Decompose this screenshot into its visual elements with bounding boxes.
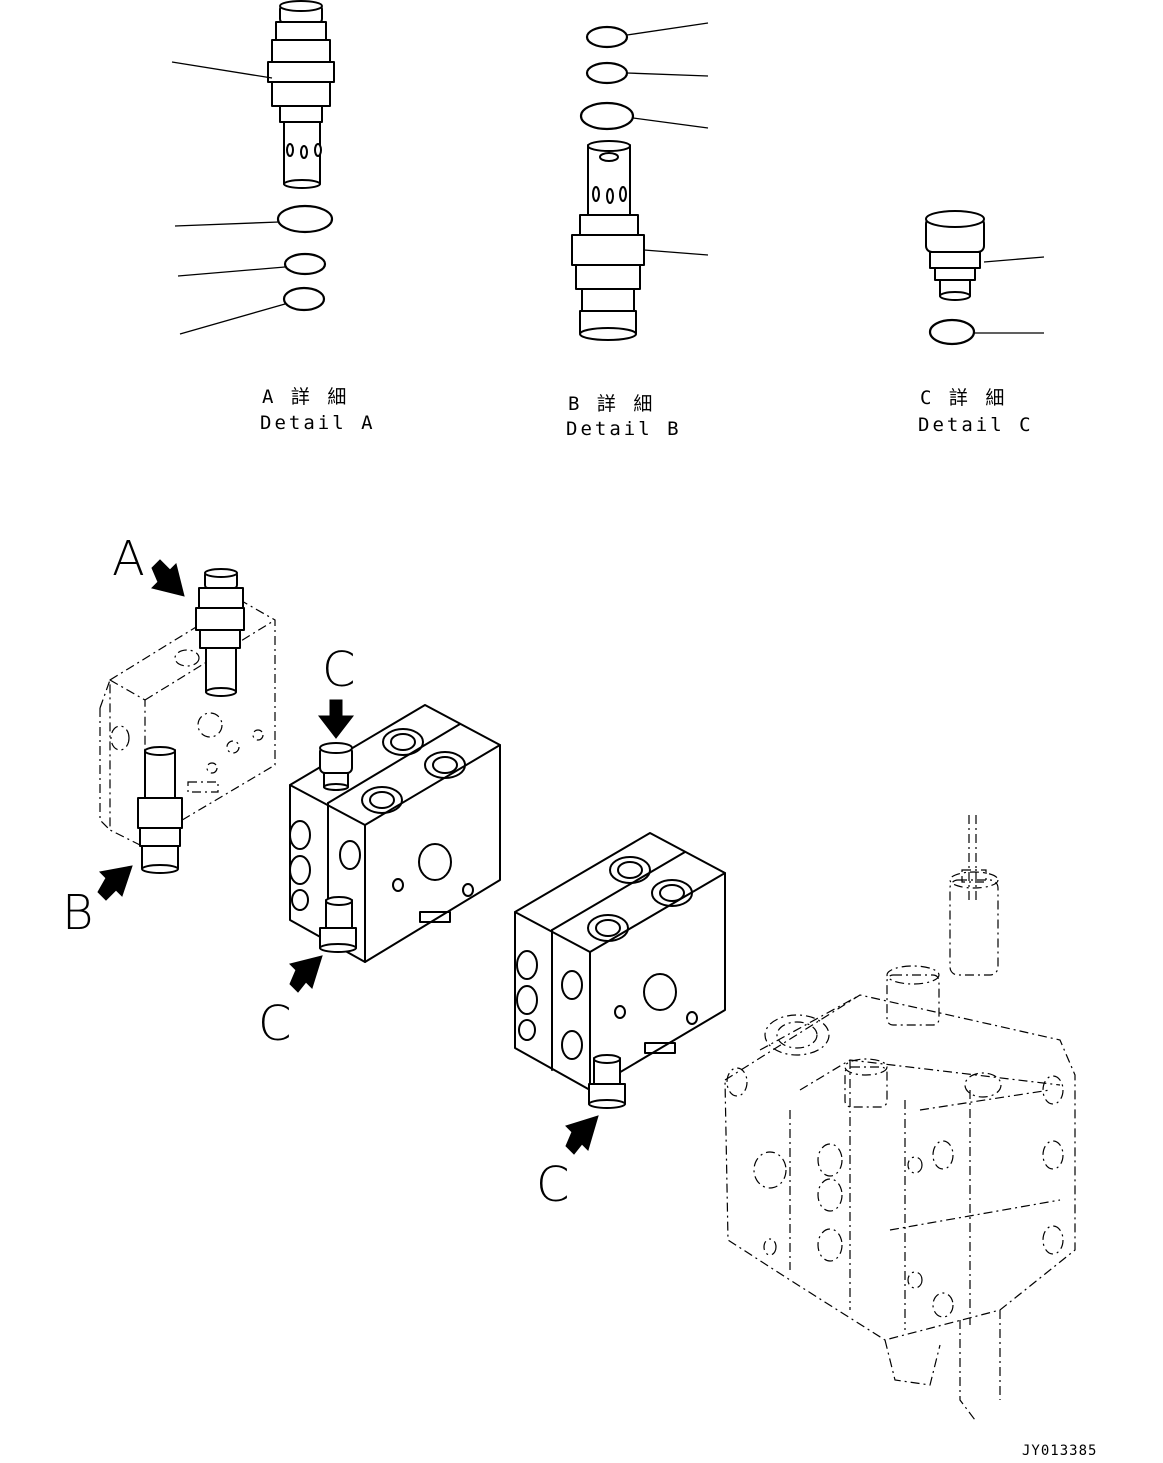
callout-c-top-arrow xyxy=(317,699,355,739)
detail-b-o-ring-2 xyxy=(585,61,629,85)
detail-a-o-ring-2 xyxy=(283,252,327,276)
detail-a-o-ring-1 xyxy=(276,204,334,234)
detail-c-title-en: Detail C xyxy=(918,414,1034,436)
detail-a-group: A 詳 細 Detail A xyxy=(171,0,376,434)
detail-b-relief-valve xyxy=(571,140,645,341)
detail-b-title-en: Detail B xyxy=(566,418,682,440)
detail-a-leader-3 xyxy=(177,266,286,277)
block-1-valve-b xyxy=(137,746,183,874)
detail-c-title-jp: C 詳 細 xyxy=(920,387,1007,409)
callout-c-top-letter: C xyxy=(322,642,356,698)
detail-b-leader-3 xyxy=(632,117,709,129)
main-valve-assembly xyxy=(724,815,1076,1421)
detail-b-leader-2 xyxy=(626,72,709,77)
detail-b-leader-1 xyxy=(626,22,709,36)
block-1-valve-a xyxy=(195,568,245,697)
detail-a-title-jp: A 詳 細 xyxy=(262,386,349,408)
callout-c-low-letter: C xyxy=(536,1157,570,1213)
valve-block-3 xyxy=(514,832,726,1091)
detail-b-o-ring-1 xyxy=(585,25,629,49)
detail-a-leader-2 xyxy=(174,221,280,227)
detail-c-o-ring xyxy=(928,318,976,346)
detail-a-leader-1 xyxy=(171,61,273,79)
block-3-plug xyxy=(588,1054,626,1109)
detail-b-title-jp: B 詳 細 xyxy=(568,393,655,415)
callout-b-letter: B xyxy=(62,885,93,941)
detail-c-leader-1 xyxy=(983,256,1045,263)
detail-a-o-ring-3 xyxy=(282,286,326,312)
detail-c-group: C 詳 細 Detail C xyxy=(918,210,1045,436)
callout-a-arrow xyxy=(151,559,185,597)
detail-a-leader-4 xyxy=(179,303,286,335)
callout-b-arrow xyxy=(97,865,133,901)
valve-block-2 xyxy=(289,704,501,963)
callout-c-mid-arrow xyxy=(289,955,323,993)
callout-c-low-arrow xyxy=(565,1115,599,1155)
callout-c-mid-letter: C xyxy=(258,996,292,1052)
drawing-code: JY013385 xyxy=(1022,1443,1097,1459)
callout-a-letter: A xyxy=(112,531,145,587)
detail-b-leader-4 xyxy=(643,249,709,256)
callout-b: B xyxy=(62,865,133,941)
block-2-plug-bottom xyxy=(319,896,357,953)
detail-b-o-ring-3 xyxy=(579,101,635,131)
block-2-plug-top xyxy=(319,742,353,791)
detail-c-plug xyxy=(925,210,985,301)
callout-c-low: C xyxy=(536,1115,599,1213)
callout-c-mid: C xyxy=(258,955,323,1052)
detail-a-relief-valve xyxy=(267,0,335,189)
detail-b-group: B 詳 細 Detail B xyxy=(566,22,709,440)
callout-c-top: C xyxy=(317,642,356,739)
detail-a-title-en: Detail A xyxy=(260,412,376,434)
valve-block-1 xyxy=(99,599,276,846)
callout-a: A xyxy=(112,531,185,597)
